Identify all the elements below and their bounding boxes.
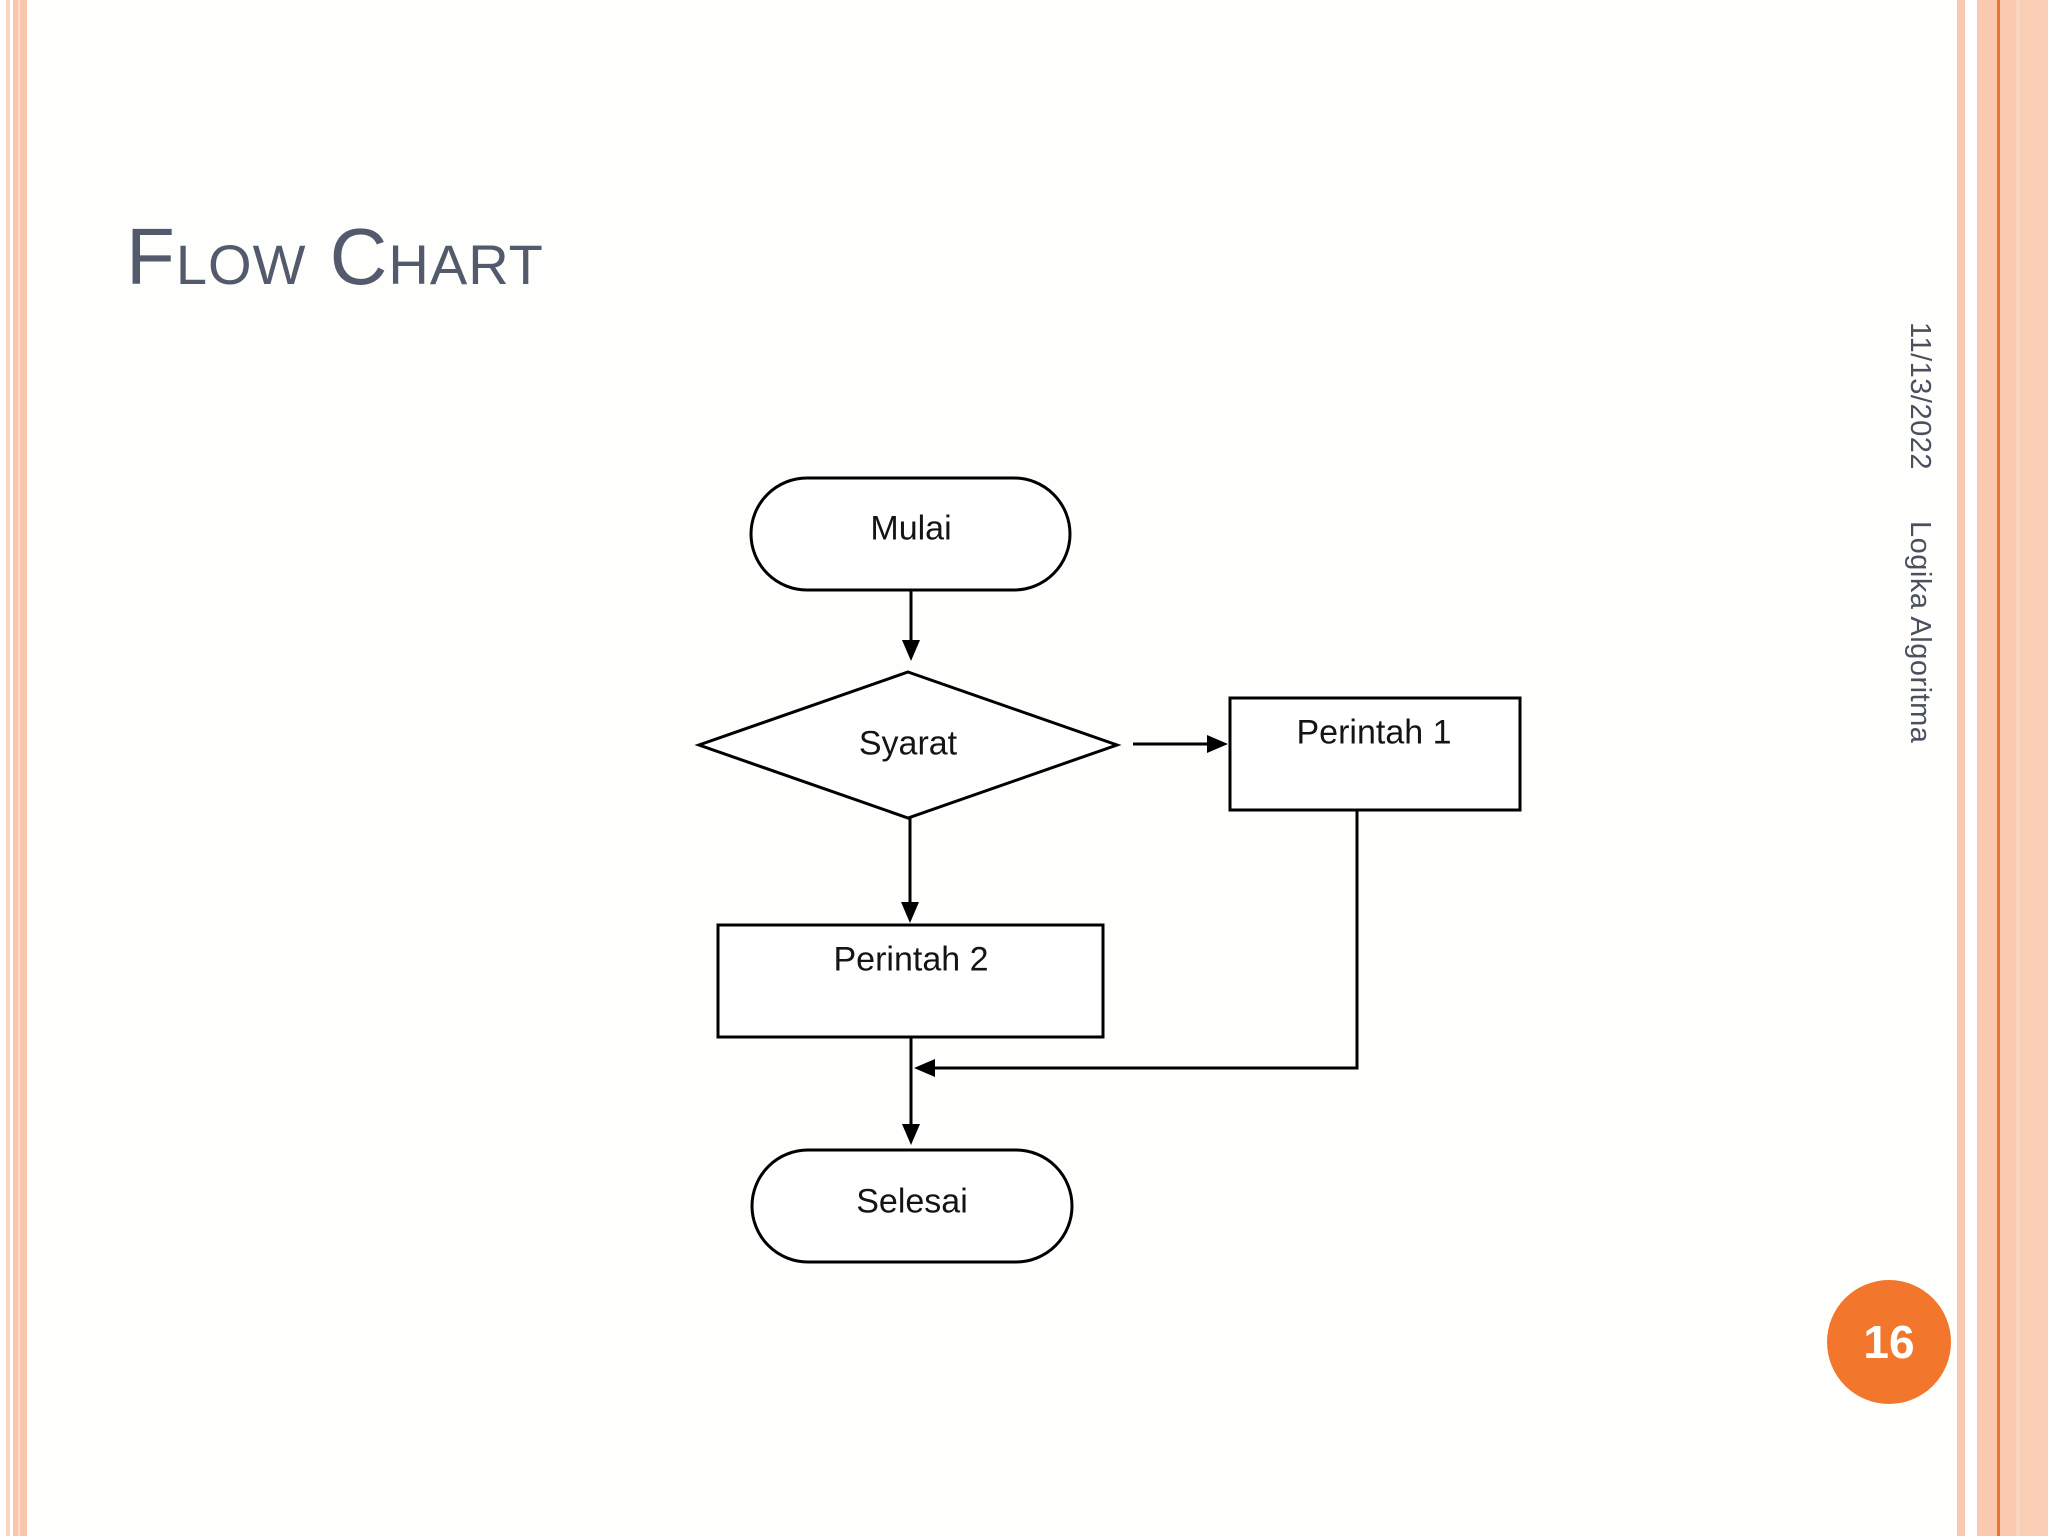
arrow-decision-to-process1-head xyxy=(1207,735,1228,753)
slide-date-vertical: 11/13/2022 xyxy=(1904,322,1936,470)
process2-shape xyxy=(716,923,1105,1039)
right-border-stripes xyxy=(1957,0,2048,1536)
node-label-process2: Perintah 2 xyxy=(833,940,989,979)
arrow-decision-to-process2-head xyxy=(901,902,919,923)
page-number-badge: 16 xyxy=(1827,1280,1951,1404)
flowchart-canvas xyxy=(694,476,1522,1264)
node-label-condition: Syarat xyxy=(858,724,958,763)
slide-title: Flow Chart xyxy=(126,212,544,301)
connector-process1-elbow xyxy=(933,810,1359,1070)
decision-diamond-shape xyxy=(694,670,1122,820)
arrow-start-to-decision-head xyxy=(902,640,920,661)
node-label-end: Selesai xyxy=(856,1182,968,1221)
connector-process1-elbow-head xyxy=(914,1059,935,1077)
left-border-stripes xyxy=(0,0,27,1536)
page-number: 16 xyxy=(1863,1316,1915,1368)
end-terminator-shape xyxy=(750,1148,1074,1264)
process1-shape xyxy=(1228,696,1522,812)
arrow-junction-to-end-head xyxy=(902,1124,920,1145)
node-label-start: Mulai xyxy=(870,509,952,548)
course-name-vertical: Logika Algoritma xyxy=(1904,521,1936,744)
node-label-process1: Perintah 1 xyxy=(1296,713,1452,752)
start-terminator-shape xyxy=(749,476,1072,592)
